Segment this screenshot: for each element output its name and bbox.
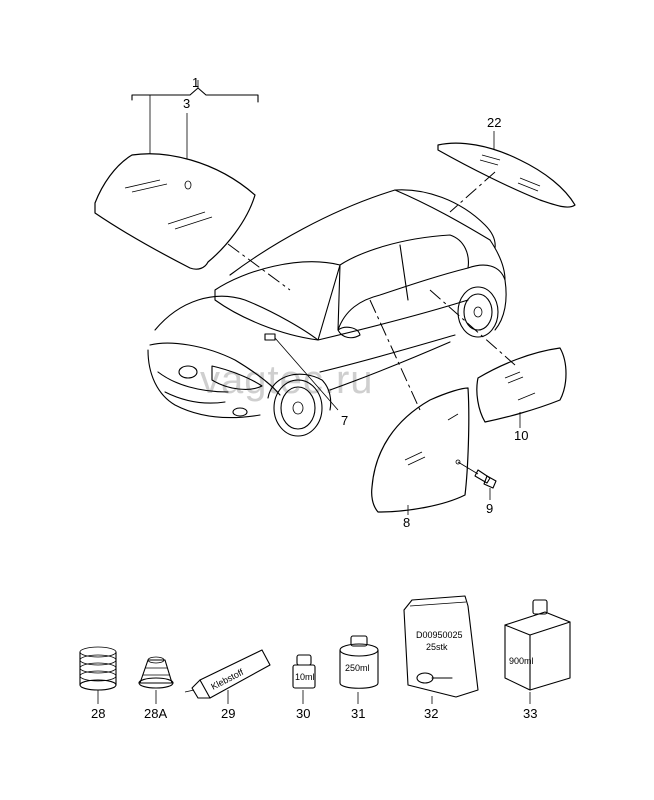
callout-7: 7 [341, 413, 348, 428]
sealing-cord-coil-icon [79, 646, 117, 691]
cleaner-can-icon: 250ml [339, 635, 379, 689]
bolt-icon [457, 461, 497, 489]
windshield [94, 153, 256, 270]
can-label: 250ml [345, 663, 370, 673]
callout-28a: 28A [144, 706, 167, 721]
callout-30: 30 [296, 706, 310, 721]
callout-31: 31 [351, 706, 365, 721]
bag-qty-label: 25stk [426, 642, 448, 652]
leader-rear-window [449, 171, 496, 213]
box-label: 900ml [509, 656, 534, 666]
callout-8: 8 [403, 515, 410, 530]
leader-7 [274, 337, 339, 411]
primer-bottle-icon: 10ml [292, 654, 316, 689]
bracket-1 [131, 80, 259, 160]
callout-10: 10 [514, 428, 528, 443]
callout-3: 3 [183, 96, 190, 111]
leader-quarter-window [429, 289, 516, 366]
callout-33: 33 [523, 706, 537, 721]
activator-box-icon: 900ml [504, 599, 571, 691]
leader-windshield [227, 243, 291, 291]
adhesive-tube-icon: Klebstoff [184, 649, 271, 699]
callout-29: 29 [221, 706, 235, 721]
callout-9: 9 [486, 501, 493, 516]
bag-part-label: D00950025 [416, 630, 463, 640]
adhesive-bead-roll-icon [138, 656, 174, 689]
leader-door-window [369, 299, 421, 411]
applicator-bag-icon: D00950025 25stk [403, 595, 479, 698]
callout-1: 1 [192, 75, 199, 90]
car-illustration [147, 189, 507, 437]
callout-32: 32 [424, 706, 438, 721]
quarter-window [476, 347, 567, 423]
callout-22: 22 [487, 115, 501, 130]
bottle-label: 10ml [295, 672, 315, 682]
callout-28: 28 [91, 706, 105, 721]
rear-window [437, 142, 576, 208]
sensor-pad-icon [184, 180, 192, 190]
watermark: vagtec.ru [200, 358, 374, 402]
door-window [371, 387, 470, 513]
